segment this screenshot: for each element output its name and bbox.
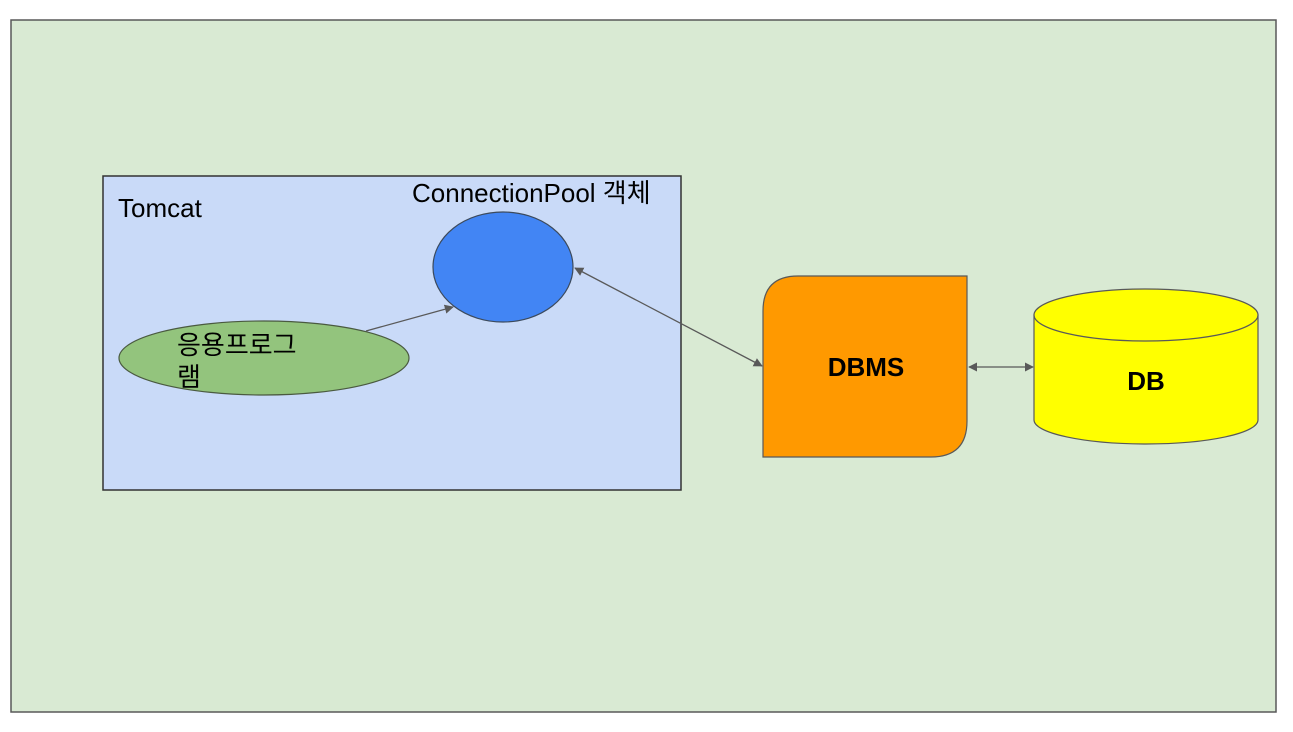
pool-dbms-arrow (574, 267, 763, 367)
application-label-line2: 램 (177, 362, 201, 392)
tomcat-label: Tomcat (118, 193, 203, 223)
application-label-line1: 응용프로그 (177, 330, 297, 360)
db-cylinder-body (1033, 314, 1259, 445)
dbms-node[interactable] (762, 275, 968, 458)
connection-pool-label: ConnectionPool 객체 (412, 178, 651, 208)
db-node[interactable] (1033, 288, 1259, 445)
db-cylinder-top (1033, 288, 1259, 342)
connection-pool-node[interactable] (432, 211, 574, 323)
db-label: DB (1127, 366, 1165, 396)
application-to-pool-arrow (365, 304, 454, 332)
application-node[interactable] (118, 320, 410, 396)
dbms-label: DBMS (828, 352, 905, 382)
